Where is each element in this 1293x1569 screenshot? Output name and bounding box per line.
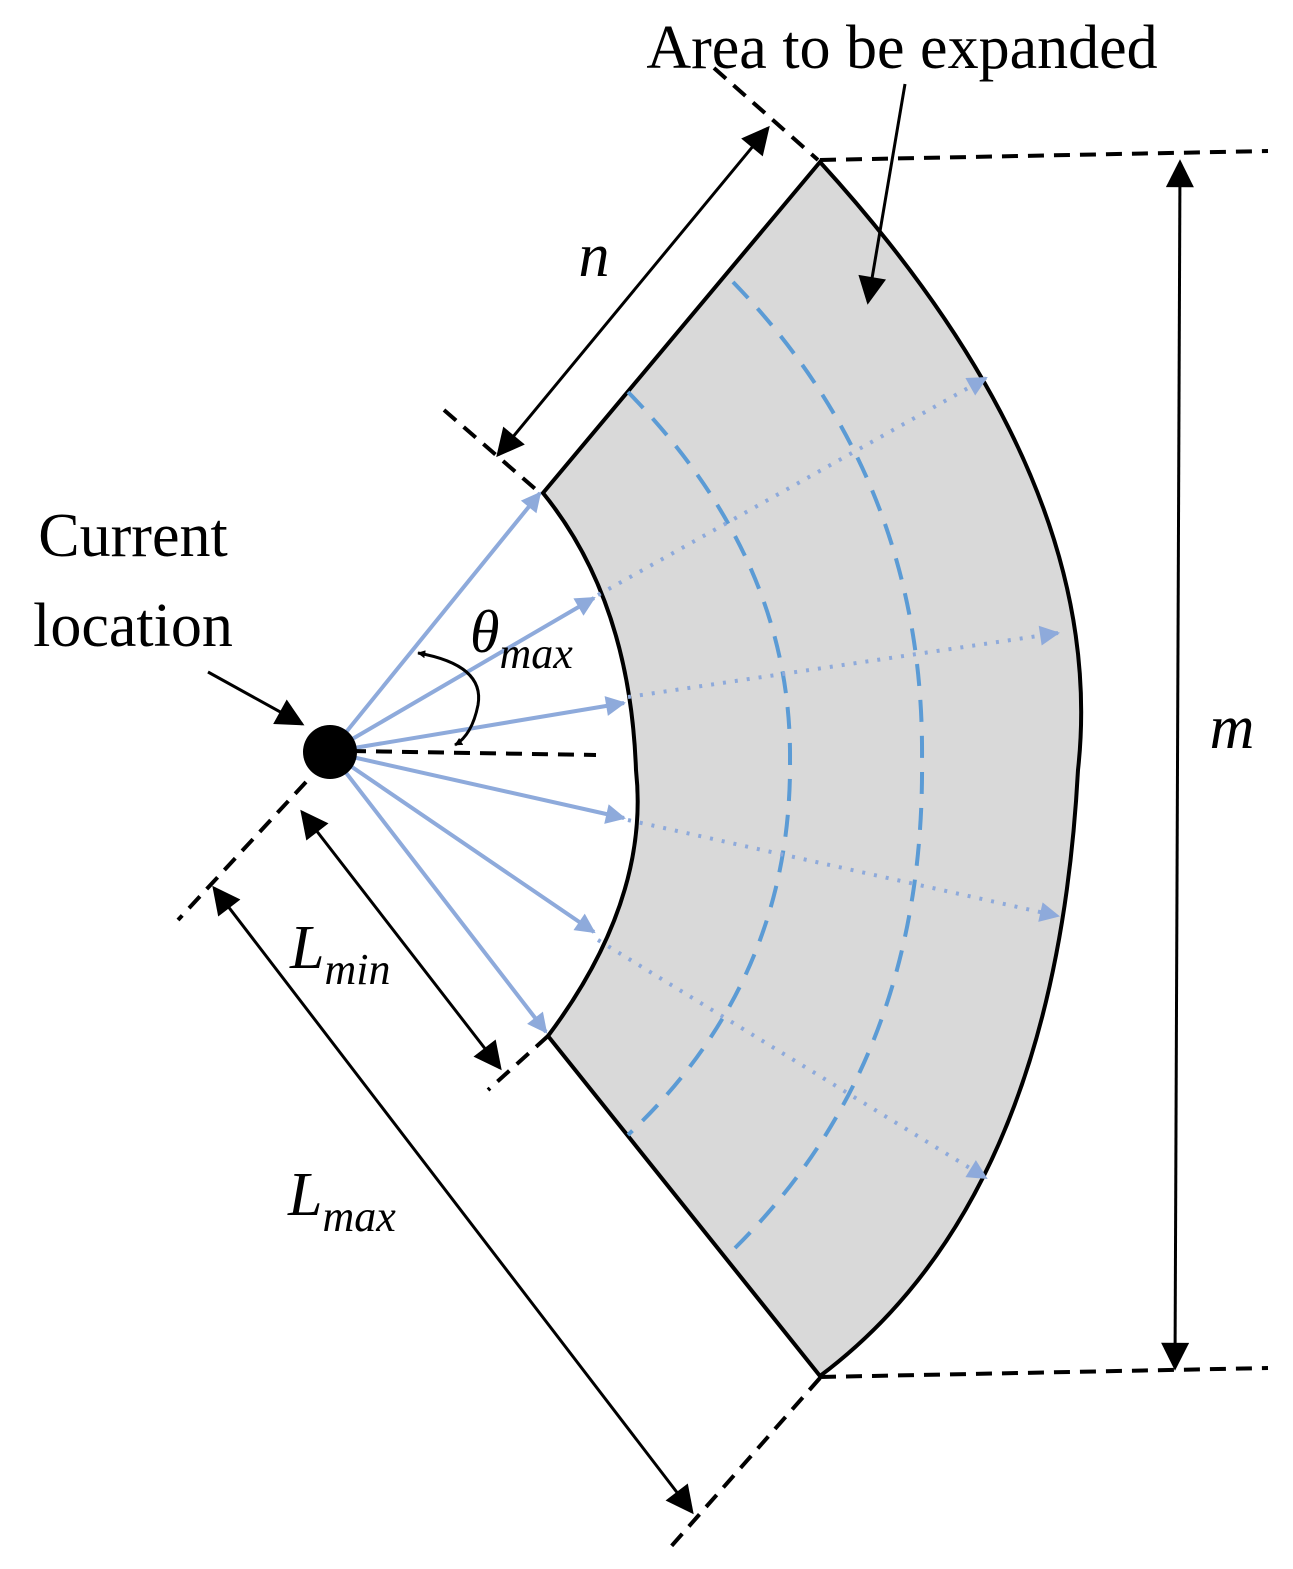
lmax-dimension-arrow <box>212 885 694 1515</box>
lmin-label: Lmin <box>289 914 390 994</box>
lmax-subscript: max <box>322 1192 396 1241</box>
theta-arc-arrow <box>417 650 481 747</box>
area-label: Area to be expanded <box>646 14 1157 82</box>
solid-ray-5 <box>328 750 596 934</box>
solid-ray-3 <box>329 696 626 754</box>
lmax-label: Lmax <box>287 1161 396 1241</box>
n-label: n <box>579 222 610 290</box>
dotted-ray-3 <box>627 818 1060 922</box>
dotted-ray-1 <box>597 376 988 597</box>
dotted-ray-2 <box>627 625 1060 699</box>
n-dimension-arrow <box>496 125 770 458</box>
dotted-rays <box>596 376 1060 1180</box>
current-location-label-line2: location <box>33 592 233 660</box>
area-to-be-expanded-region <box>540 158 1084 1379</box>
area-pointer-arrow <box>858 83 907 305</box>
ext-bottom-right <box>666 1376 822 1552</box>
m-dimension-arrow <box>1161 159 1194 1371</box>
solid-ray-1 <box>328 491 542 754</box>
lmin-dimension-arrow <box>300 809 502 1071</box>
m-label: m <box>1210 694 1255 762</box>
theta-max-label: θmax <box>470 599 573 678</box>
current-location-label-line1: Current <box>38 502 227 570</box>
ext-top-left <box>712 66 820 162</box>
theta-symbol: θ <box>470 599 499 665</box>
ext-top-horizontal <box>819 149 1269 162</box>
reference-dashed-line <box>349 749 597 757</box>
lmax-symbol: L <box>287 1161 322 1229</box>
dashed-arc-inner <box>626 390 793 1137</box>
current-location-dot <box>303 725 357 779</box>
current-location-pointer-arrow <box>207 670 305 726</box>
lmin-subscript: min <box>324 945 390 994</box>
ext-bottom-horizontal <box>819 1366 1269 1379</box>
theta-subscript: max <box>499 629 573 678</box>
solid-ray-4 <box>329 750 626 824</box>
ext-inner-top <box>442 408 542 495</box>
ext-origin-down <box>176 780 308 922</box>
lmin-symbol: L <box>289 914 324 982</box>
dimension-arrows <box>212 125 1194 1515</box>
